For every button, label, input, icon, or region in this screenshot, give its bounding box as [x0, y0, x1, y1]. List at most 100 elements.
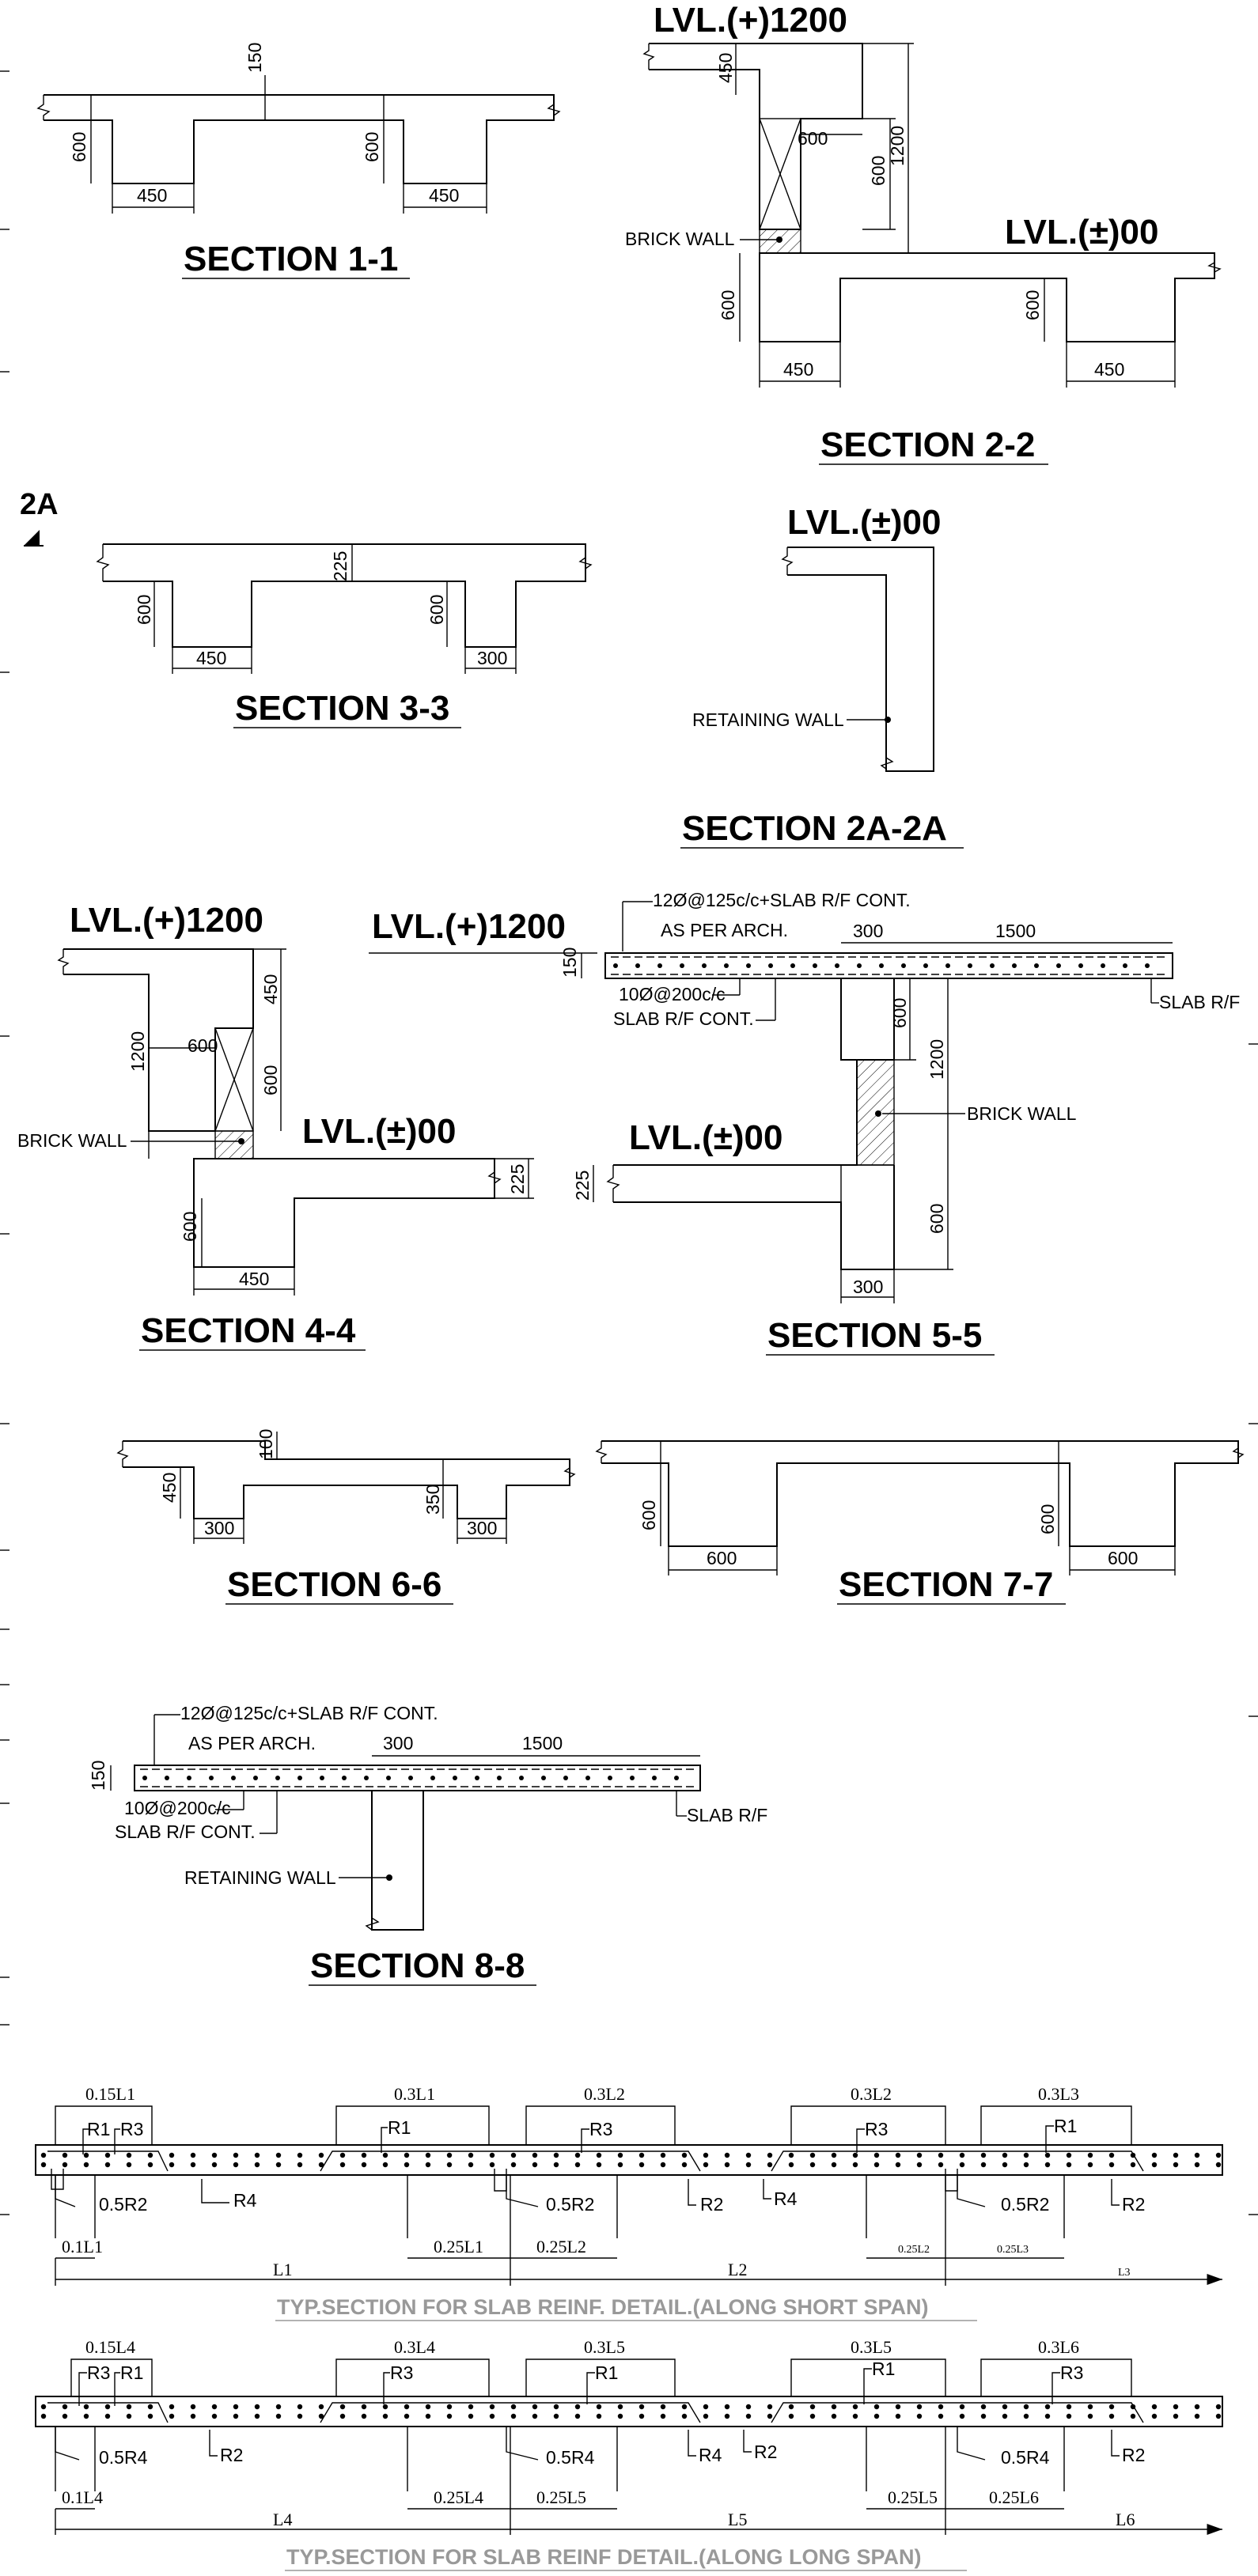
section-title: SECTION 5-5 — [767, 1316, 982, 1355]
rebar-dot — [1002, 2404, 1008, 2410]
brick-wall-label: BRICK WALL — [967, 1103, 1077, 1124]
rebar-dot — [724, 2152, 730, 2158]
rebar-dot — [211, 2152, 218, 2158]
rebar-dot — [835, 963, 839, 968]
rebar-dot — [879, 963, 884, 968]
rebar-dot — [297, 1776, 302, 1780]
bottom-label-2: 0.25L4 — [434, 2487, 483, 2507]
rebar-dot — [1066, 2162, 1072, 2168]
rebar-dot — [916, 2404, 923, 2410]
rebar-dot — [852, 2413, 858, 2419]
rebar-dot — [745, 2404, 752, 2410]
rebar-dot — [147, 2162, 153, 2168]
dim-600-left: 600 — [134, 595, 154, 625]
rebar-dot — [938, 2152, 944, 2158]
rebar-dot — [404, 2152, 410, 2158]
rebar-dot — [959, 2152, 965, 2158]
rebar-dot — [468, 2162, 474, 2168]
rebar-dot — [938, 2413, 944, 2419]
top-label-5: 0.3L3 — [1038, 2084, 1079, 2104]
typ-title: TYP.SECTION FOR SLAB REINF. DETAIL.(ALON… — [277, 2295, 929, 2319]
rebar-dot — [873, 2404, 880, 2410]
typ-section-short-span: 0.15L1 0.3L1 0.3L2 0.3L2 0.3L3 R1 R3 R1 … — [35, 2084, 1223, 2321]
rebar-dot — [489, 2162, 495, 2168]
rebar-dot — [1194, 2404, 1200, 2410]
rebar-dot — [790, 963, 795, 968]
rebar-dot — [724, 2413, 730, 2419]
rebar-dot — [40, 2152, 47, 2158]
rebar-dot — [574, 2152, 581, 2158]
r-top-5: R1 — [872, 2358, 895, 2379]
r-bot-2: R4 — [233, 2190, 257, 2211]
rebar-dot — [674, 1776, 679, 1780]
dim-1500: 1500 — [995, 921, 1036, 941]
rebar-dot — [1101, 963, 1105, 968]
rebar-dot — [211, 2404, 218, 2410]
dim-600-left: 600 — [718, 290, 738, 320]
top-label-2: 0.3L4 — [394, 2337, 435, 2357]
dim-450: 450 — [260, 974, 281, 1004]
dim-450-right: 450 — [1094, 359, 1124, 380]
rebar-dot — [1194, 2413, 1200, 2419]
dim-600-right: 600 — [1037, 1504, 1058, 1534]
rebar-dot — [425, 2152, 431, 2158]
rebar-dot — [617, 2404, 623, 2410]
rebar-dot — [574, 2413, 581, 2419]
section-1-1: 150 600 600 450 450 SECTION 1-1 — [36, 43, 561, 279]
rebar-dot — [1087, 2404, 1093, 2410]
rebar-dot — [318, 2404, 324, 2410]
dim-600-horizontal: 600 — [188, 1035, 218, 1056]
rebar-dot — [873, 2413, 880, 2419]
rebar-dot — [425, 2404, 431, 2410]
rebar-dot — [596, 2413, 602, 2419]
rebar-dot — [1108, 2413, 1115, 2419]
dim-300: 300 — [853, 921, 883, 941]
section-3-3: 600 225 600 450 300 SECTION 3-3 — [96, 543, 593, 728]
rebar-dot — [681, 2404, 688, 2410]
rebar-dots — [142, 1776, 679, 1780]
dim-600-left: 600 — [69, 132, 89, 162]
section-title: SECTION 2A-2A — [682, 809, 947, 848]
rebar-dot — [1173, 2152, 1179, 2158]
retaining-wall-label: RETAINING WALL — [692, 709, 844, 730]
bottom-label-3: 0.25L2 — [536, 2237, 586, 2256]
bottom-label-5: 0.25L3 — [997, 2244, 1029, 2256]
rebar-dot — [468, 2152, 474, 2158]
rebar-dot — [680, 963, 684, 968]
rebar-dot — [574, 2162, 581, 2168]
rebar-dot — [638, 2413, 645, 2419]
rebar-dot — [169, 2413, 175, 2419]
rebar-dot — [1066, 2413, 1072, 2419]
rebar-dot — [532, 2162, 538, 2168]
rebar-dot — [657, 963, 662, 968]
span-1: L1 — [273, 2260, 292, 2279]
rebar-dot — [745, 2152, 752, 2158]
section-8-8: 12Ø@125c/c+SLAB R/F CONT. AS PER ARCH. 3… — [88, 1703, 767, 1986]
rebar-dot — [190, 2162, 196, 2168]
r-bot-7: R2 — [1122, 2445, 1145, 2465]
rebar-dot — [297, 2152, 303, 2158]
rebar-dot — [1215, 2404, 1222, 2410]
span-1: L4 — [273, 2510, 292, 2529]
rebar-dot — [1145, 963, 1150, 968]
rebar-dot — [938, 2404, 944, 2410]
rebar-dot — [596, 2152, 602, 2158]
rebar-dot — [1087, 2152, 1093, 2158]
rebar-dot — [916, 2162, 923, 2168]
rebar-dot — [382, 2152, 388, 2158]
rebar-dot — [553, 2162, 559, 2168]
dim-300-right: 300 — [467, 1518, 497, 1538]
rebar-dot — [1087, 2162, 1093, 2168]
dim-450: 450 — [196, 648, 226, 668]
section-5-5: LVL.(+)1200 12Ø@125c/c+SLAB R/F CONT. AS… — [369, 890, 1240, 1356]
rebar-dot — [361, 2152, 367, 2158]
rebar-dot — [62, 2162, 68, 2168]
rebar-dot — [425, 2162, 431, 2168]
rebar-dot — [297, 2162, 303, 2168]
rebar-dot — [1023, 2404, 1029, 2410]
rebar-dot — [190, 2152, 196, 2158]
rebar-dot — [1087, 2413, 1093, 2419]
rebar-dot — [320, 1776, 324, 1780]
retaining-wall-label: RETAINING WALL — [184, 1867, 336, 1888]
rebar-dot — [318, 2152, 324, 2158]
